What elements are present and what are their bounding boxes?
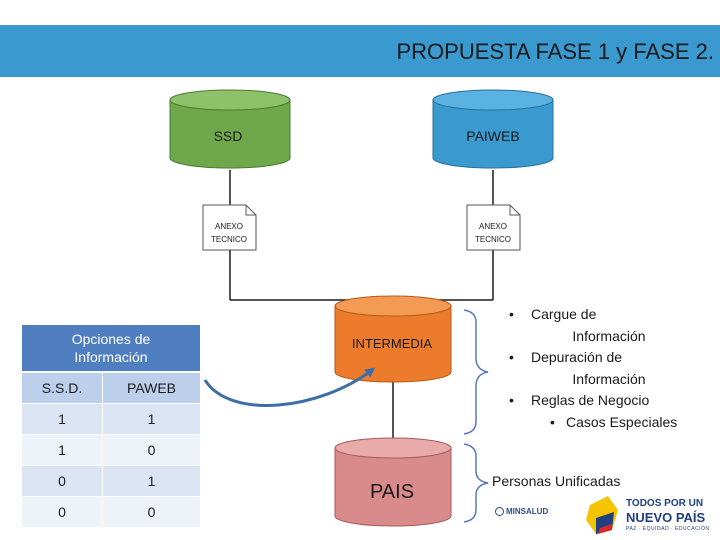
minsalud-logo: MINSALUD — [506, 507, 549, 516]
pais-label: PAIS — [370, 481, 414, 503]
intermedia-label: INTERMEDIA — [352, 336, 433, 351]
gov-logo-mark — [586, 496, 618, 534]
cell: 0 — [22, 465, 103, 497]
cargue-line2: Información — [572, 327, 646, 344]
cell: 1 — [22, 403, 103, 435]
gov-logo-line2: NUEVO PAÍS — [626, 510, 706, 525]
anexo-tecnico-left-document: ANEXO TECNICO — [202, 204, 257, 251]
options-to-intermedia-arrow — [203, 367, 376, 407]
process-bracket — [463, 309, 489, 435]
bullet-dot: • — [550, 413, 555, 430]
cell: 1 — [102, 465, 200, 497]
header-ssd: S.S.D. — [22, 371, 103, 404]
header-bar: PROPUESTA FASE 1 y FASE 2. — [0, 25, 720, 77]
casos-text: Casos Especiales — [566, 413, 678, 430]
cell: 1 — [22, 434, 103, 466]
options-title-line1: Opciones de — [71, 331, 151, 347]
pais-database: PAIS — [334, 437, 452, 527]
cell: 0 — [22, 496, 103, 527]
intermedia-database: INTERMEDIA — [334, 295, 452, 383]
cell: 1 — [102, 403, 200, 435]
gov-logo-line3: PAZ · EQUIDAD · EDUCACIÓN — [626, 526, 710, 532]
ssd-label: SSD — [214, 128, 243, 144]
bullet-dot: • — [509, 306, 514, 322]
list-item: • Reglas de Negocio — [505, 390, 715, 412]
bullet-dot: • — [509, 392, 514, 408]
paiweb-database: PAIWEB — [432, 89, 554, 169]
header-paweb: PAWEB — [102, 371, 200, 404]
table-row: 0 1 — [22, 465, 200, 497]
table-row: 1 1 — [22, 403, 200, 435]
bullet-dot: • — [509, 349, 514, 365]
table-row: 0 0 — [22, 496, 200, 527]
process-list: • Cargue de Información • Depuración de … — [505, 304, 715, 433]
cell: 0 — [102, 434, 200, 466]
options-title-line2: Información — [74, 349, 148, 365]
personas-unificadas-label: Personas Unificadas — [492, 473, 621, 489]
gov-logo-line1: TODOS POR UN — [626, 498, 704, 509]
options-table: Opciones de Información S.S.D. PAWEB 1 1… — [22, 325, 200, 527]
reglas-text: Reglas de Negocio — [531, 392, 650, 408]
depuracion-line2: Información — [572, 370, 646, 387]
anexo-left-line1: ANEXO — [215, 222, 243, 231]
personas-bracket — [463, 443, 489, 523]
anexo-tecnico-right-document: ANEXO TECNICO — [466, 204, 521, 251]
page-title: PROPUESTA FASE 1 y FASE 2. — [396, 39, 715, 64]
options-table-title: Opciones de Información — [22, 325, 200, 372]
minsalud-seal-icon — [495, 507, 504, 516]
depuracion-line1: Depuración de — [531, 349, 623, 365]
anexo-right-line1: ANEXO — [479, 222, 507, 231]
table-row: 1 0 — [22, 434, 200, 466]
list-item: • Casos Especiales — [505, 412, 715, 434]
list-item: • Cargue de Información — [505, 304, 715, 347]
anexo-left-line2: TECNICO — [211, 235, 247, 244]
ssd-database: SSD — [169, 89, 291, 169]
list-item: • Depuración de Información — [505, 347, 715, 390]
cell: 0 — [102, 496, 200, 527]
paiweb-label: PAIWEB — [466, 128, 519, 144]
cargue-line1: Cargue de — [531, 306, 597, 322]
anexo-right-line2: TECNICO — [475, 235, 511, 244]
